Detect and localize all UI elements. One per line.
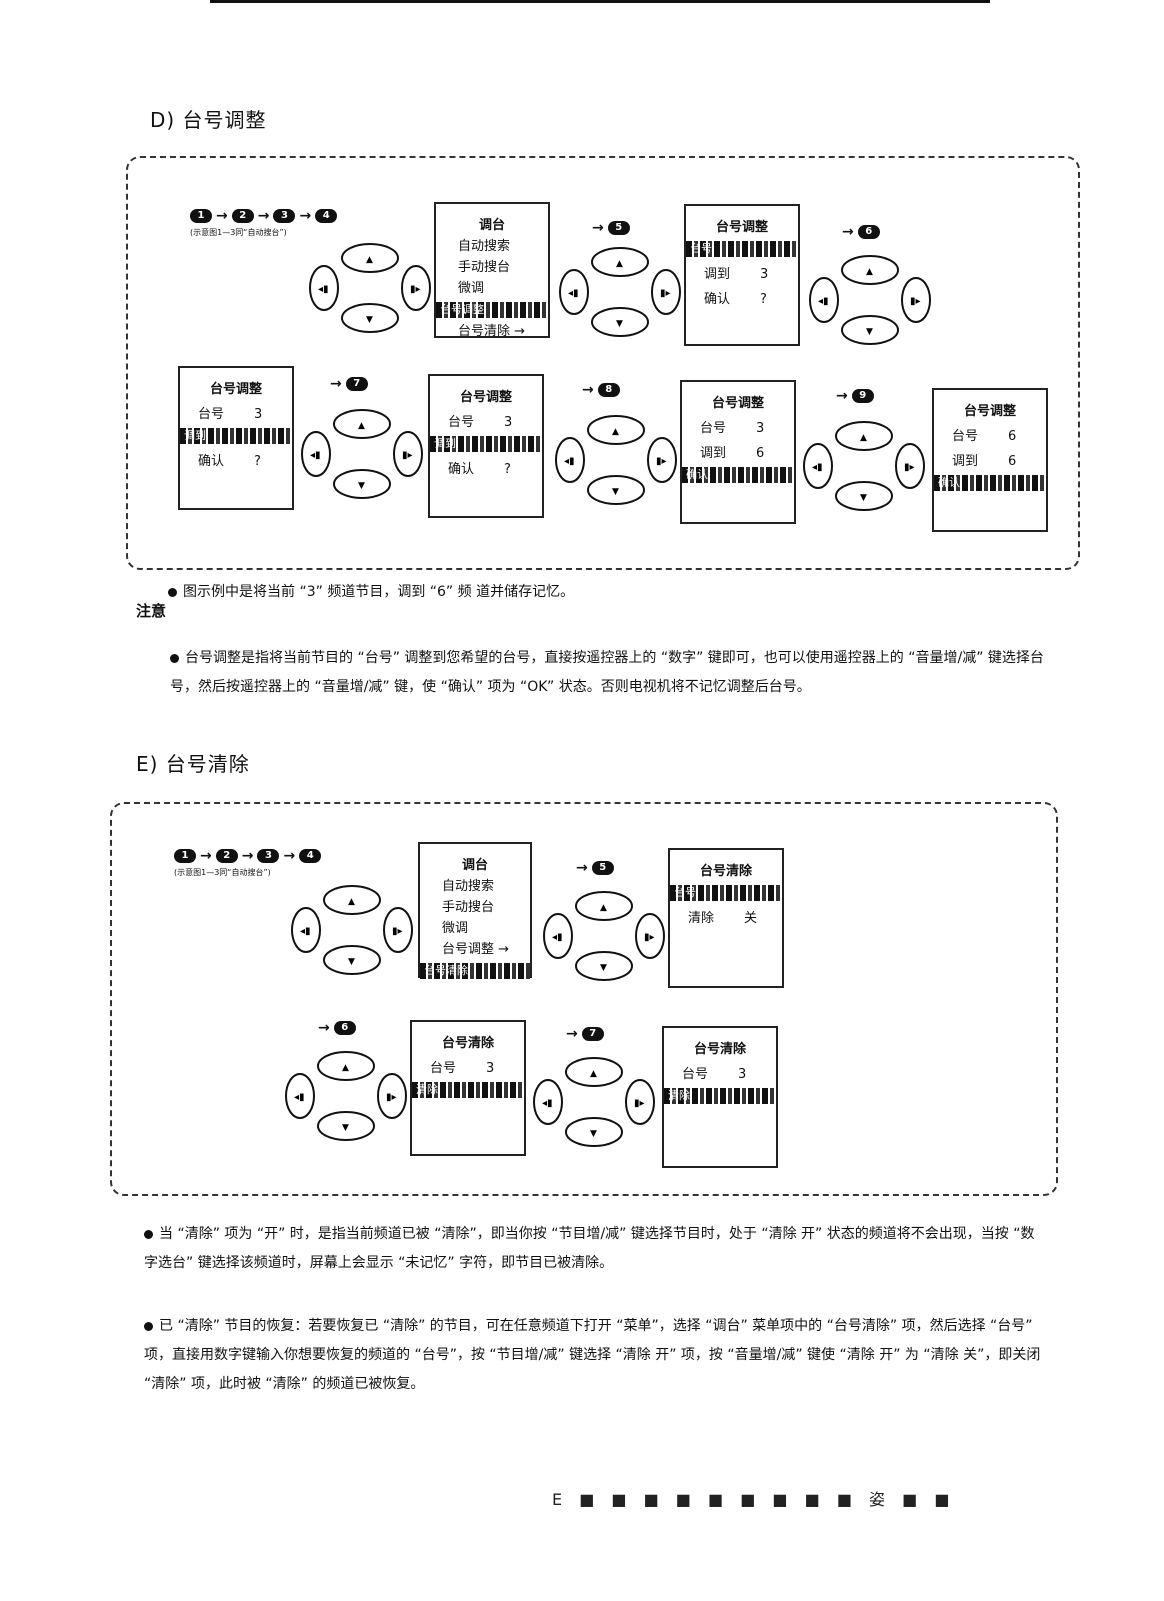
- bullet-icon: [144, 1229, 153, 1239]
- footer-marks: E ■ ■ ■ ■ ■ ■ ■ ■ ■ 姿 ■ ■: [552, 1490, 956, 1509]
- svg-text:▲: ▲: [342, 1063, 349, 1073]
- svg-text:▼: ▼: [600, 963, 607, 973]
- section-d-diagram-box: [126, 156, 1080, 570]
- svg-text:▲: ▲: [366, 255, 373, 265]
- svg-text:▮▸: ▮▸: [656, 456, 667, 467]
- section-e-title: E) 台号清除: [136, 752, 250, 776]
- remote-pad: ▲ ▼ ◂▮ ▮▸: [533, 1057, 655, 1147]
- menu-item-channel-adjust-selected: 台号调整: [436, 302, 548, 318]
- section-e-steps: 1→2→3→4 (示意图1—3同“自动搜台”): [174, 848, 322, 878]
- bullet-icon: [168, 587, 177, 597]
- svg-text:◂▮: ◂▮: [552, 932, 563, 943]
- svg-text:▼: ▼: [348, 957, 355, 967]
- remote-pad: ▲ ▼ ◂▮ ▮▸: [285, 1051, 407, 1141]
- svg-text:◂▮: ◂▮: [294, 1092, 305, 1103]
- step-9: →9: [836, 388, 874, 404]
- menu-item-auto-search: 自动搜索: [458, 239, 511, 254]
- section-d-bullet: 图示例中是将当前 “3” 频道节目，调到 “6” 频 道并储存记忆。: [168, 578, 1068, 607]
- step-5: →5: [592, 220, 630, 236]
- menu-item-channel-clear: 台号清除 →: [458, 324, 526, 339]
- remote-pad: ▲ ▼ ◂▮ ▮▸: [301, 409, 423, 499]
- svg-text:▼: ▼: [590, 1129, 597, 1139]
- menu-item-manual-search: 手动搜台: [458, 260, 511, 275]
- svg-text:▲: ▲: [348, 897, 355, 907]
- section-e-step-6: →6: [318, 1020, 356, 1036]
- svg-text:◂▮: ◂▮: [310, 450, 321, 461]
- section-e-step-5: →5: [576, 860, 614, 876]
- svg-text:◂▮: ◂▮: [564, 456, 575, 467]
- svg-text:◂▮: ◂▮: [318, 284, 329, 295]
- svg-text:▮▸: ▮▸: [392, 926, 403, 937]
- remote-pad: ▲ ▼ ◂▮ ▮▸: [809, 255, 931, 345]
- section-e-para-1: 当 “清除” 项为 “开” 时，是指当前频道已被 “清除”，即当你按 “节目增/…: [144, 1226, 1035, 1271]
- svg-text:◂▮: ◂▮: [300, 926, 311, 937]
- svg-text:▲: ▲: [600, 903, 607, 913]
- svg-text:▮▸: ▮▸: [634, 1098, 645, 1109]
- note-heading: 注意: [136, 602, 167, 620]
- svg-text:▲: ▲: [590, 1069, 597, 1079]
- step-8: →8: [582, 382, 620, 398]
- section-e-screen-a: 台号清除 台号 清除关: [668, 848, 784, 988]
- svg-text:▼: ▼: [358, 481, 365, 491]
- svg-text:◂▮: ◂▮: [812, 462, 823, 473]
- remote-pad: ▲ ▼ ◂▮ ▮▸: [291, 885, 413, 975]
- svg-text:▼: ▼: [612, 487, 619, 497]
- section-d-note: 台号调整是指将当前节目的 “台号” 调整到您希望的台号，直接按遥控器上的 “数字…: [170, 650, 1044, 695]
- svg-text:▲: ▲: [616, 259, 623, 269]
- remote-pad: ▲ ▼ ◂▮ ▮▸: [309, 243, 431, 333]
- svg-text:▮▸: ▮▸: [402, 450, 413, 461]
- section-e-step-7: →7: [566, 1026, 604, 1042]
- menu-item-fine-tune: 微调: [458, 281, 485, 296]
- section-e-menu-screen: 调台 自动搜索 手动搜台 微调 台号调整 → 台号清除: [418, 842, 532, 979]
- remote-pad: ▲ ▼ ◂▮ ▮▸: [559, 247, 681, 337]
- menu-title: 调台: [478, 218, 505, 233]
- remote-pad: ▲ ▼ ◂▮ ▮▸: [803, 421, 925, 511]
- svg-text:▼: ▼: [342, 1123, 349, 1133]
- section-e-para-2: 已 “清除” 节目的恢复：若要恢复已 “清除” 的节目，可在任意频道下打开 “菜…: [144, 1318, 1041, 1392]
- bullet-icon: [144, 1321, 153, 1331]
- svg-text:▮▸: ▮▸: [910, 296, 921, 307]
- svg-text:▼: ▼: [616, 319, 623, 329]
- svg-text:▮▸: ▮▸: [904, 462, 915, 473]
- section-d-steps-sub: (示意图1—3同“自动搜台”): [190, 228, 287, 237]
- svg-text:▲: ▲: [860, 433, 867, 443]
- svg-text:◂▮: ◂▮: [568, 288, 579, 299]
- screen-row-selected: 台号: [686, 241, 798, 257]
- section-d-title: D) 台号调整: [150, 108, 267, 132]
- svg-text:▼: ▼: [866, 327, 873, 337]
- svg-text:◂▮: ◂▮: [542, 1098, 553, 1109]
- svg-text:▼: ▼: [366, 315, 373, 325]
- svg-text:◂▮: ◂▮: [818, 296, 829, 307]
- svg-text:▲: ▲: [866, 267, 873, 277]
- top-rule: [210, 0, 990, 3]
- section-d-menu-screen: 调台 自动搜索 手动搜台 微调 台号调整 台号清除 →: [434, 202, 550, 339]
- step-6: →6: [842, 224, 880, 240]
- bullet-icon: [170, 653, 179, 663]
- section-d-steps: 1→2→3→4 (示意图1—3同“自动搜台”): [190, 208, 338, 238]
- svg-text:▲: ▲: [358, 421, 365, 431]
- svg-text:▲: ▲: [612, 427, 619, 437]
- svg-text:▼: ▼: [860, 493, 867, 503]
- remote-pad: ▲ ▼ ◂▮ ▮▸: [543, 891, 665, 981]
- step-7: →7: [330, 376, 368, 392]
- svg-text:▮▸: ▮▸: [386, 1092, 397, 1103]
- section-e-diagram-box: [110, 802, 1058, 1196]
- svg-text:▮▸: ▮▸: [410, 284, 421, 295]
- remote-pad: ▲ ▼ ◂▮ ▮▸: [555, 415, 677, 505]
- svg-text:▮▸: ▮▸: [660, 288, 671, 299]
- svg-text:▮▸: ▮▸: [644, 932, 655, 943]
